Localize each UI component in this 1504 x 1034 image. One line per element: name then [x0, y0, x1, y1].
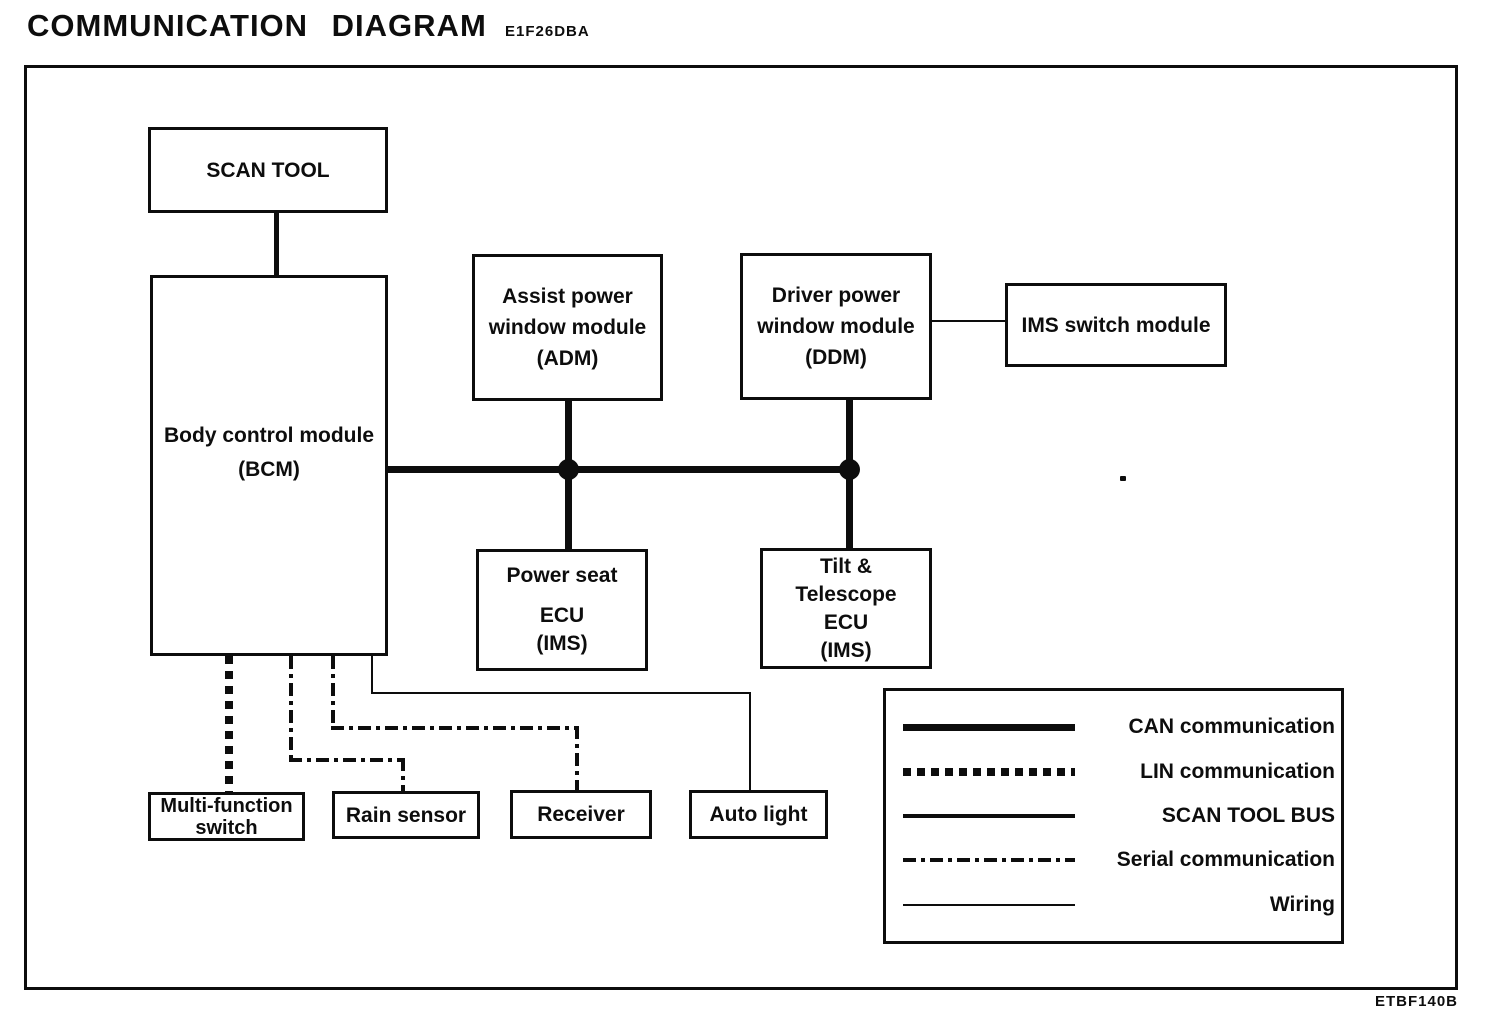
lin-line-sample [903, 767, 1075, 776]
serial-rain-sensor-line-h [289, 758, 405, 762]
scan-tool-bus-line-sample [903, 813, 1075, 818]
node-multi-function-switch: Multi-function switch [148, 792, 305, 841]
node-power-seat-label-line1: Power seat [506, 564, 618, 587]
legend-label-scan-tool-bus: SCAN TOOL BUS [1161, 803, 1335, 827]
node-bcm: Body control module (BCM) [150, 275, 388, 656]
node-receiver-label: Receiver [537, 803, 625, 826]
can-bus-trunk-line [387, 466, 853, 473]
node-scan-tool: SCAN TOOL [148, 127, 388, 213]
legend: CAN communication LIN communication SCAN… [883, 688, 1344, 944]
node-adm: Assist power window module (ADM) [472, 254, 663, 401]
node-ddm-label-line2: window module [757, 315, 915, 338]
legend-label-lin: LIN communication [1140, 759, 1335, 783]
legend-row-wiring: Wiring [903, 893, 1335, 917]
wiring-line-sample [903, 903, 1075, 906]
legend-label-can: CAN communication [1128, 715, 1335, 739]
scan-tool-bus-line [274, 211, 279, 277]
node-tilt-label-line1: Tilt & [819, 554, 873, 578]
node-power-seat-ecu: Power seat ECU (IMS) [476, 549, 648, 671]
legend-row-scan-tool-bus: SCAN TOOL BUS [903, 804, 1335, 828]
node-tilt-label-line2: Telescope [795, 582, 897, 606]
node-tilt-telescope-ecu: Tilt & Telescope ECU (IMS) [760, 548, 932, 669]
node-adm-label-line3: (ADM) [536, 347, 599, 370]
node-ims-switch: IMS switch module [1005, 283, 1227, 367]
can-junction-dot-left [558, 459, 579, 480]
serial-receiver-line-v2 [575, 726, 579, 791]
node-scan-tool-label: SCAN TOOL [206, 158, 330, 182]
node-rain-sensor-label: Rain sensor [345, 803, 467, 827]
node-auto-light: Auto light [689, 790, 828, 839]
legend-row-serial: Serial communication [903, 848, 1335, 872]
node-tilt-label-line3: ECU [823, 610, 869, 634]
figure-code: ETBF140B [1374, 993, 1458, 1010]
legend-label-wiring: Wiring [1269, 892, 1335, 916]
node-power-seat-label-line2: ECU [539, 604, 585, 627]
can-line-sample [903, 723, 1075, 731]
wiring-auto-light-line-v2 [749, 692, 751, 791]
node-ddm-label-line1: Driver power [771, 284, 901, 307]
serial-rain-sensor-line-v1 [289, 656, 293, 760]
title-code: E1F26DBA [505, 23, 590, 40]
wiring-auto-light-line-v1 [371, 656, 373, 692]
node-multi-function-label-line2: switch [195, 816, 258, 839]
node-multi-function-label-line1: Multi-function [160, 794, 293, 817]
legend-label-serial: Serial communication [1116, 848, 1335, 872]
serial-rain-sensor-line-v2 [401, 758, 405, 791]
wiring-auto-light-line-h [371, 692, 751, 694]
node-bcm-label-line2: (BCM) [238, 457, 300, 481]
node-ddm-label-line3: (DDM) [805, 346, 867, 369]
node-receiver: Receiver [510, 790, 652, 839]
can-junction-dot-right [839, 459, 860, 480]
lin-line-multifunction [225, 656, 233, 792]
node-ddm: Driver power window module (DDM) [740, 253, 932, 400]
node-bcm-label-line1: Body control module [164, 423, 374, 447]
serial-receiver-line-v1 [331, 656, 335, 726]
page-title: COMMUNICATION DIAGRAM [27, 8, 487, 43]
wiring-ddm-ims-line [931, 320, 1005, 322]
node-adm-label-line2: window module [488, 316, 647, 339]
node-ims-switch-label: IMS switch module [1021, 313, 1211, 337]
node-adm-label-line1: Assist power [502, 285, 633, 308]
node-rain-sensor: Rain sensor [332, 791, 480, 839]
node-power-seat-label-line3: (IMS) [536, 632, 588, 655]
legend-row-can: CAN communication [903, 715, 1335, 739]
node-auto-light-label: Auto light [709, 803, 808, 826]
legend-row-lin: LIN communication [903, 760, 1335, 784]
serial-receiver-line-h [331, 726, 577, 730]
serial-line-sample [903, 858, 1075, 863]
node-tilt-label-line4: (IMS) [820, 638, 872, 662]
ink-speck [1120, 476, 1126, 481]
